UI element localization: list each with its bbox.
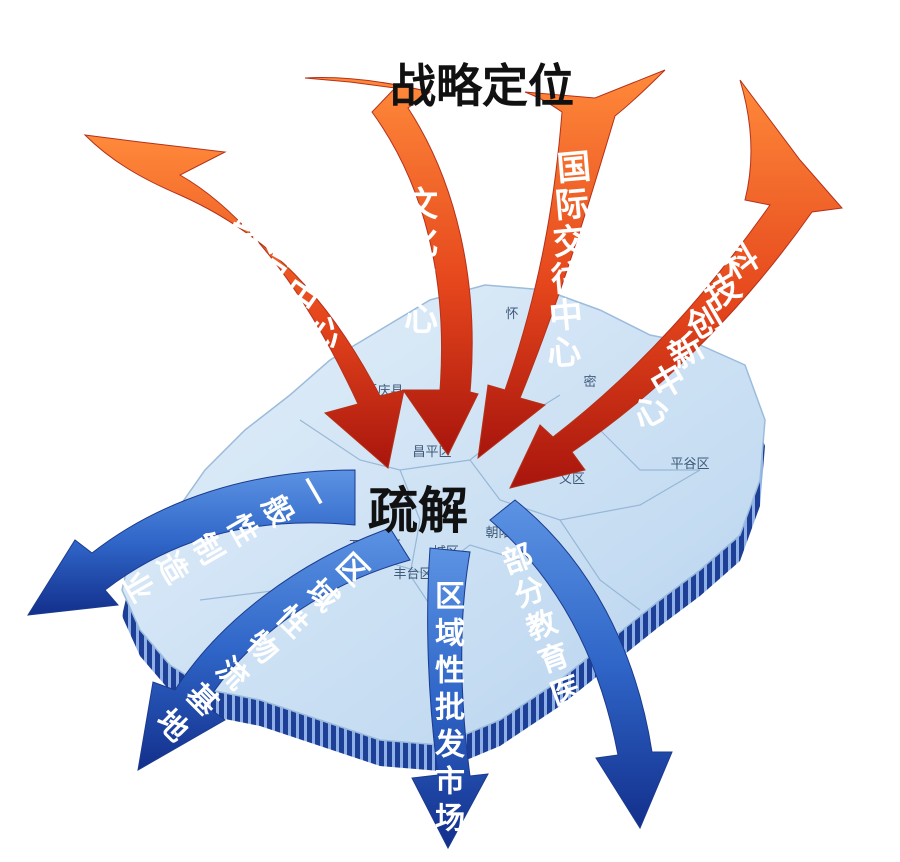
inward-label-2-char: 中	[547, 295, 584, 338]
outward-arrow-manufacturing	[27, 469, 356, 616]
inward-arrow-international	[477, 69, 666, 460]
inward-label-2-char: 国	[555, 147, 592, 190]
district-label: 昌平区	[412, 445, 451, 460]
district-label: 丰台区	[393, 567, 432, 582]
center-label: 疏解	[368, 482, 468, 540]
outward-label-2-char: 场	[435, 802, 465, 837]
district-label: 怀	[505, 307, 518, 322]
inward-arrows	[83, 69, 843, 489]
district-label: 密	[583, 374, 596, 390]
inward-arrow-tech	[509, 79, 843, 489]
outward-label-2-char: 性	[435, 654, 465, 689]
inward-label-2-char: 际	[553, 184, 590, 227]
outward-arrow-education	[489, 499, 673, 830]
inward-label-2-char: 心	[545, 332, 582, 375]
outward-arrow-logistics	[137, 527, 411, 771]
outward-label-2-char: 批	[435, 691, 465, 726]
inward-arrow-culture	[304, 77, 479, 456]
outward-arrows	[27, 469, 673, 850]
inward-label-1-char: 化	[404, 223, 438, 263]
inward-label-1-char: 文	[404, 185, 438, 225]
outward-label-2-char: 域	[435, 617, 465, 652]
outward-label-2-char: 区	[435, 580, 465, 615]
inward-arrow-politics	[83, 134, 405, 469]
diagram-title: 战略定位	[390, 59, 574, 113]
inward-label-1-char: 中	[404, 261, 438, 301]
inward-label-2-char: 交	[551, 221, 588, 264]
district-label: 义区	[559, 472, 585, 487]
outward-arrow-wholesale	[411, 547, 489, 850]
outward-label-2-char: 发	[434, 728, 465, 763]
outward-label-2-char: 市	[435, 765, 465, 800]
district-label: 平谷区	[670, 457, 709, 472]
inward-label-2-char: 往	[549, 258, 586, 301]
inward-label-1-char: 心	[404, 299, 438, 339]
